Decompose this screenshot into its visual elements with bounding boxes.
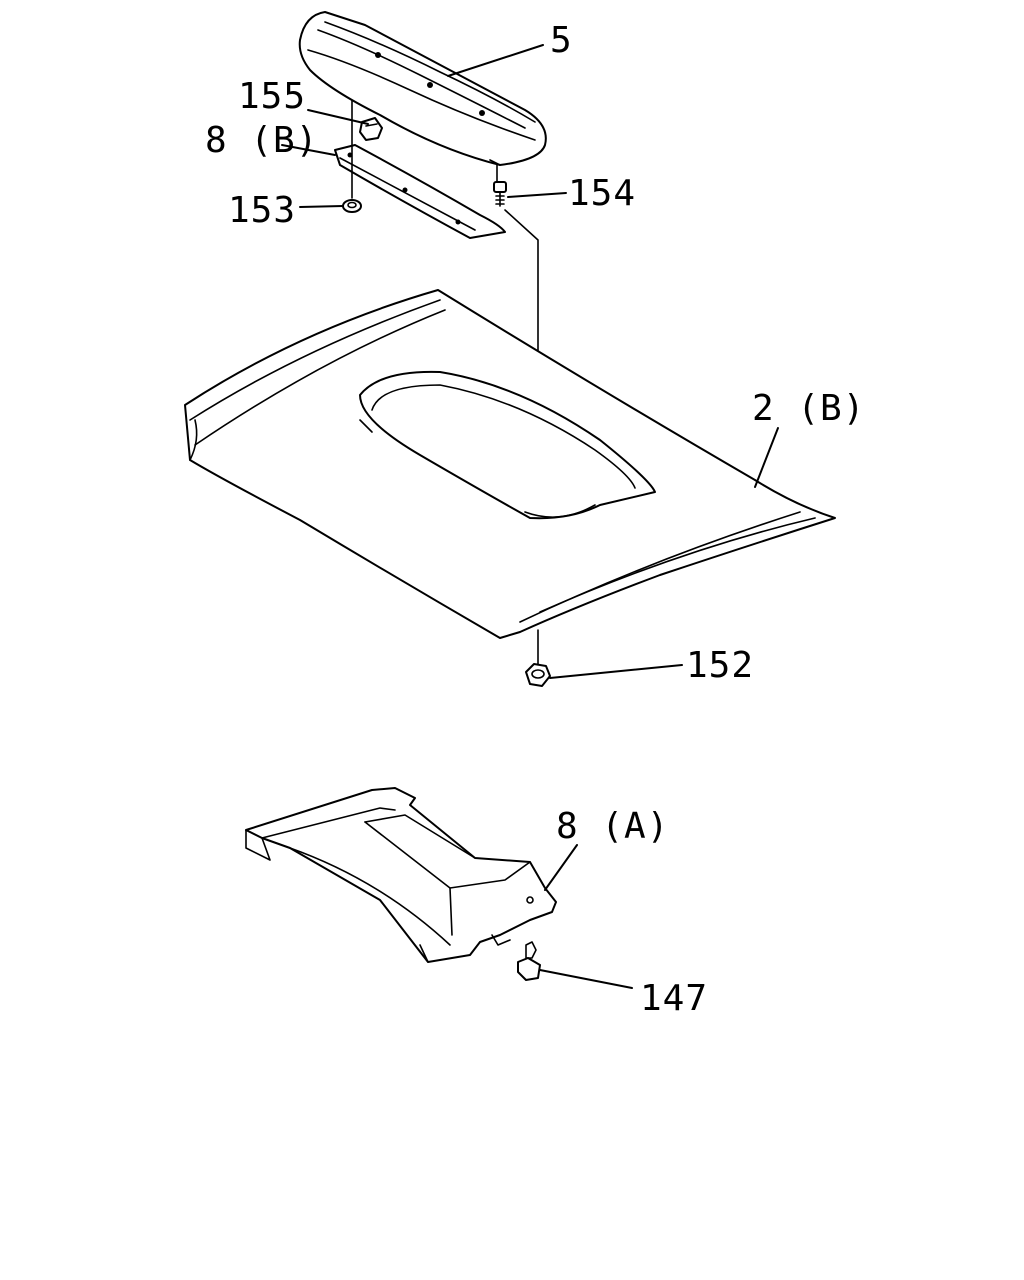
part-152-nut <box>525 663 551 687</box>
callout-8a: 8 (A) <box>556 806 669 847</box>
callout-154: 154 <box>568 173 636 214</box>
part-8b-bracket-plate <box>334 144 506 239</box>
callout-147: 147 <box>640 978 708 1019</box>
callout-8b: 8 (B) <box>205 120 318 161</box>
callout-152: 152 <box>686 645 754 686</box>
part-153-nut <box>342 199 362 213</box>
leader-lines <box>281 44 779 989</box>
part-8a-bracket <box>245 787 557 963</box>
callout-155: 155 <box>238 76 306 117</box>
callout-5: 5 <box>550 20 573 61</box>
part-2b-hood-panel <box>184 289 836 639</box>
part-147-clip <box>517 941 541 981</box>
callout-153: 153 <box>228 190 296 231</box>
part-5-hood-scoop <box>298 11 547 166</box>
part-155-clip <box>359 117 383 141</box>
part-154-bolt <box>493 164 507 207</box>
callout-2b: 2 (B) <box>752 388 865 429</box>
